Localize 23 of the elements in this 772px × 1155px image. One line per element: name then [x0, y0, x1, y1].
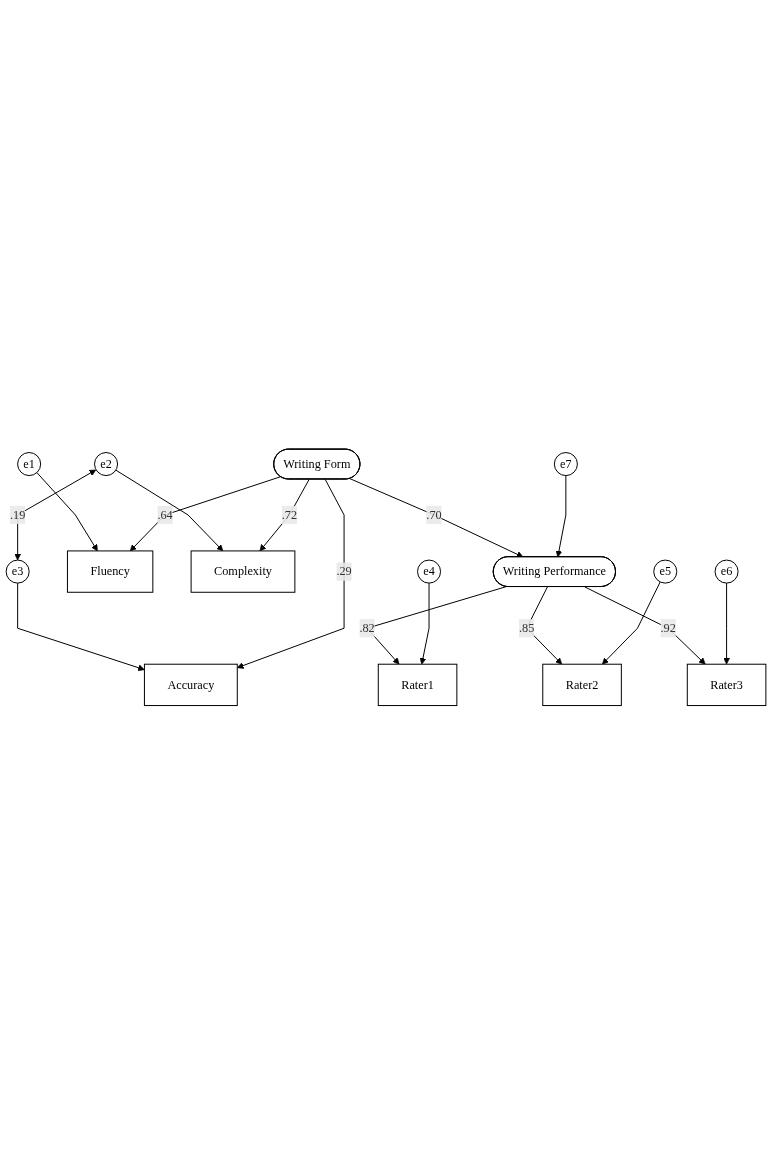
edge-label: .82 — [359, 621, 375, 635]
node-circle: e7 — [553, 452, 578, 477]
edge-label: .19 — [10, 508, 26, 522]
edge-label: .70 — [426, 508, 442, 522]
node-circle: e1 — [17, 452, 42, 477]
node-box: Rater1 — [377, 663, 458, 707]
node-box: Rater3 — [686, 663, 767, 707]
node-circle: e2 — [94, 452, 119, 477]
node-circle: e6 — [714, 559, 739, 584]
node-box: Fluency — [66, 550, 154, 593]
node-box: Rater2 — [542, 663, 622, 707]
node-box: Complexity — [190, 550, 296, 593]
edge-label: .92 — [660, 621, 676, 635]
node-circle: e5 — [653, 559, 678, 584]
edge-label: .29 — [336, 564, 352, 578]
node-circle: e4 — [417, 559, 442, 584]
node-circle: e3 — [5, 559, 30, 584]
arrow — [723, 582, 730, 665]
arrow — [129, 476, 282, 552]
node-box: Accuracy — [143, 663, 238, 707]
edge-label: .85 — [518, 621, 535, 635]
edge-label: .64 — [157, 508, 173, 522]
edge-label: .72 — [281, 508, 298, 522]
